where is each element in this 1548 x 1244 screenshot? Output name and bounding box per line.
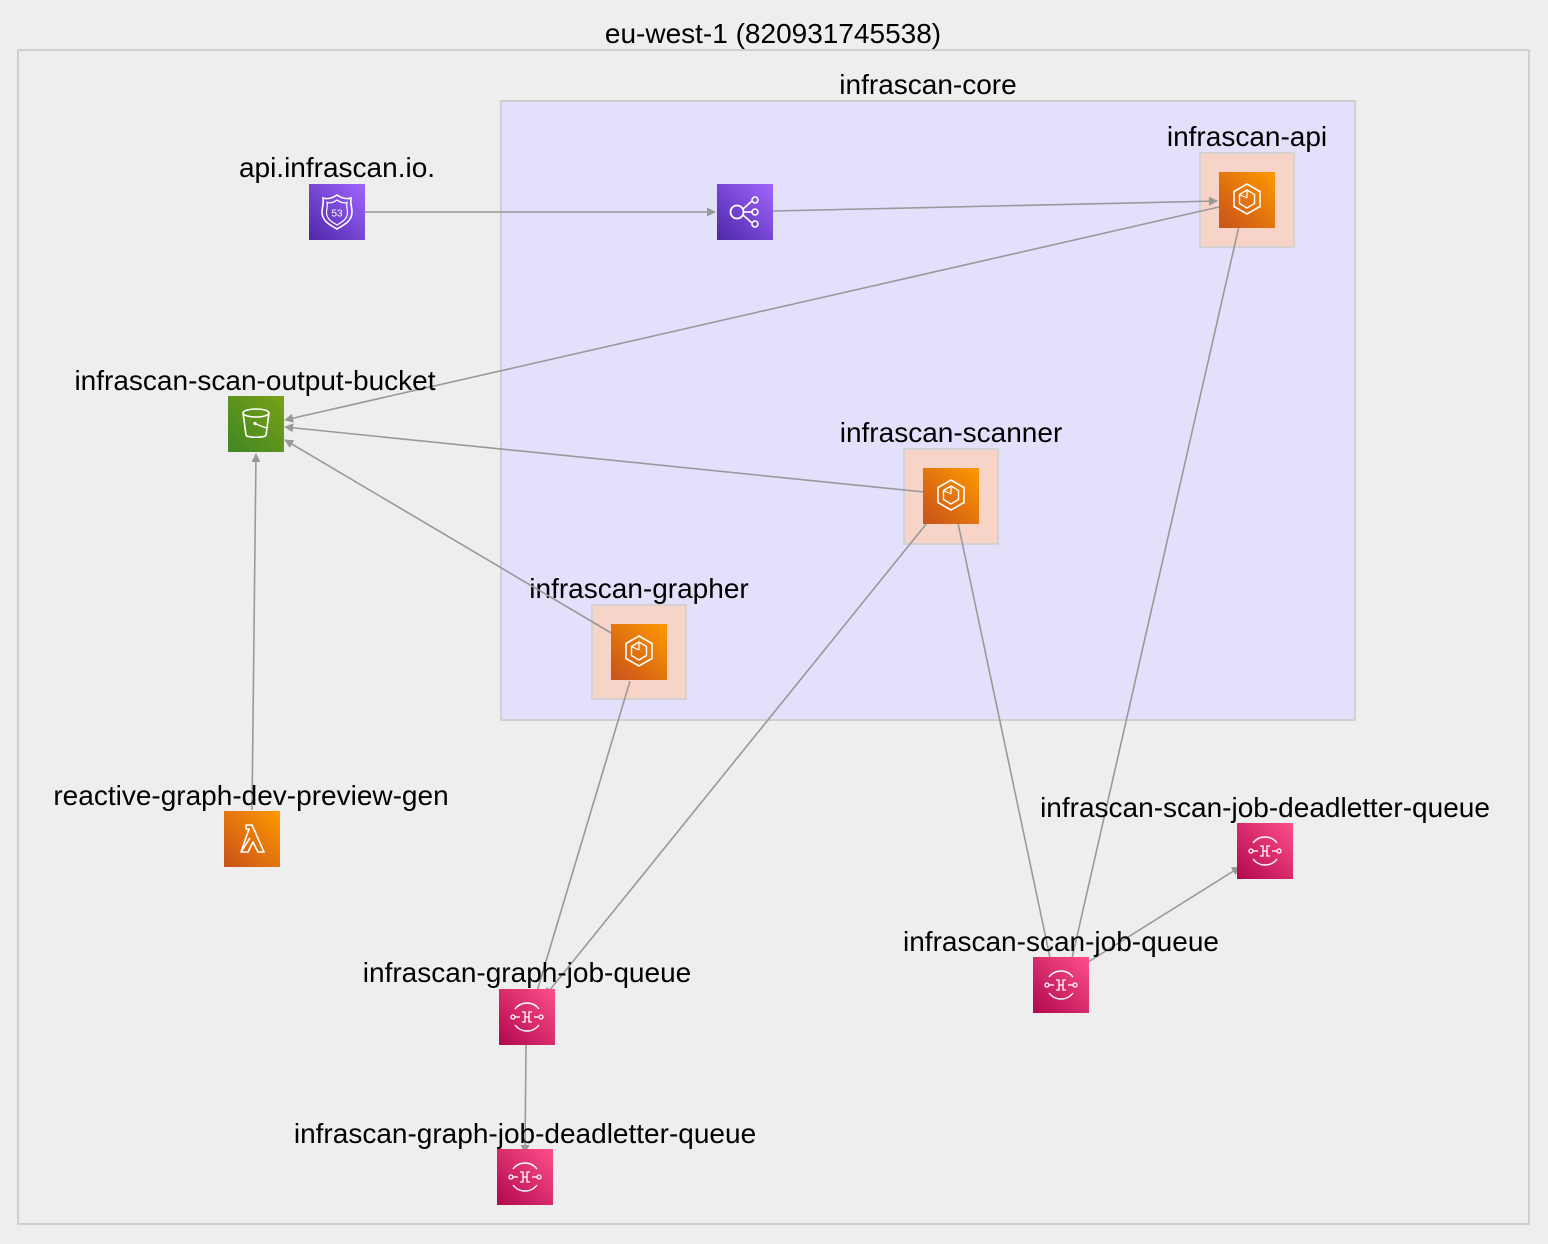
edge-graph-queue-to-dlq bbox=[520, 1044, 530, 1154]
service-box-grapher[interactable] bbox=[591, 604, 687, 700]
edge-scanner-to-graph-queue bbox=[544, 522, 928, 997]
graph-dlq-label: infrascan-graph-job-deadletter-queue bbox=[293, 1118, 757, 1149]
edge-lambda-to-bucket bbox=[251, 453, 261, 811]
ecs-service-icon-grapher[interactable] bbox=[611, 624, 667, 680]
load-balancer-icon[interactable] bbox=[717, 184, 773, 240]
sqs-queue-icon-scan[interactable] bbox=[1033, 957, 1089, 1013]
edge-grapher-to-graph-queue bbox=[533, 680, 631, 999]
service-label-api: infrascan-api bbox=[1166, 121, 1328, 152]
graph-queue-label: infrascan-graph-job-queue bbox=[362, 957, 692, 988]
lambda-icon[interactable] bbox=[224, 811, 280, 867]
cluster-label: infrascan-core bbox=[839, 69, 1017, 100]
scan-queue-label: infrascan-scan-job-queue bbox=[903, 926, 1219, 957]
service-label-scanner: infrascan-scanner bbox=[839, 417, 1063, 448]
edge-api-to-scan-queue bbox=[1067, 225, 1240, 968]
dns-label: api.infrascan.io. bbox=[238, 152, 436, 183]
route53-icon[interactable]: 53 bbox=[309, 184, 365, 240]
region-container bbox=[17, 49, 1530, 1225]
sqs-queue-icon-scan-dlq[interactable] bbox=[1237, 823, 1293, 879]
edge-scanner-to-scan-queue bbox=[957, 522, 1055, 968]
scan-dlq-label: infrascan-scan-job-deadletter-queue bbox=[1040, 792, 1490, 823]
ecs-service-icon-scanner[interactable] bbox=[923, 468, 979, 524]
ecs-service-icon-api[interactable] bbox=[1219, 172, 1275, 228]
svg-text:53: 53 bbox=[331, 209, 343, 220]
sqs-queue-icon-graph[interactable] bbox=[499, 989, 555, 1045]
edge-elb-to-api bbox=[772, 196, 1218, 212]
lambda-label: reactive-graph-dev-preview-gen bbox=[53, 780, 449, 811]
bucket-label: infrascan-scan-output-bucket bbox=[74, 365, 436, 396]
edge-grapher-to-bucket bbox=[284, 439, 614, 635]
service-label-grapher: infrascan-grapher bbox=[529, 573, 749, 604]
edge-api-to-bucket bbox=[284, 206, 1220, 423]
region-label: eu-west-1 (820931745538) bbox=[604, 18, 942, 49]
edge-scanner-to-bucket bbox=[284, 423, 925, 493]
edge-scan-queue-to-dlq bbox=[1084, 866, 1241, 965]
s3-bucket-icon[interactable] bbox=[228, 396, 284, 452]
sqs-queue-icon-graph-dlq[interactable] bbox=[497, 1149, 553, 1205]
